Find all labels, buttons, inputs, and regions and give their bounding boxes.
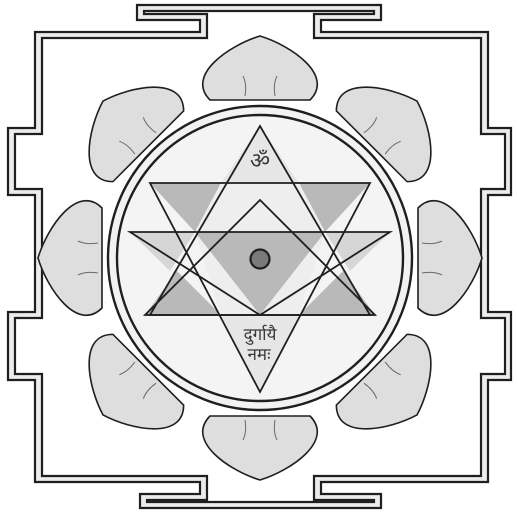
bindu-dot [251, 250, 270, 269]
mantra-line-1: दुर्गायै [244, 324, 278, 345]
om-symbol: ॐ [250, 149, 270, 174]
mantra-line-2: नमः [247, 345, 271, 365]
